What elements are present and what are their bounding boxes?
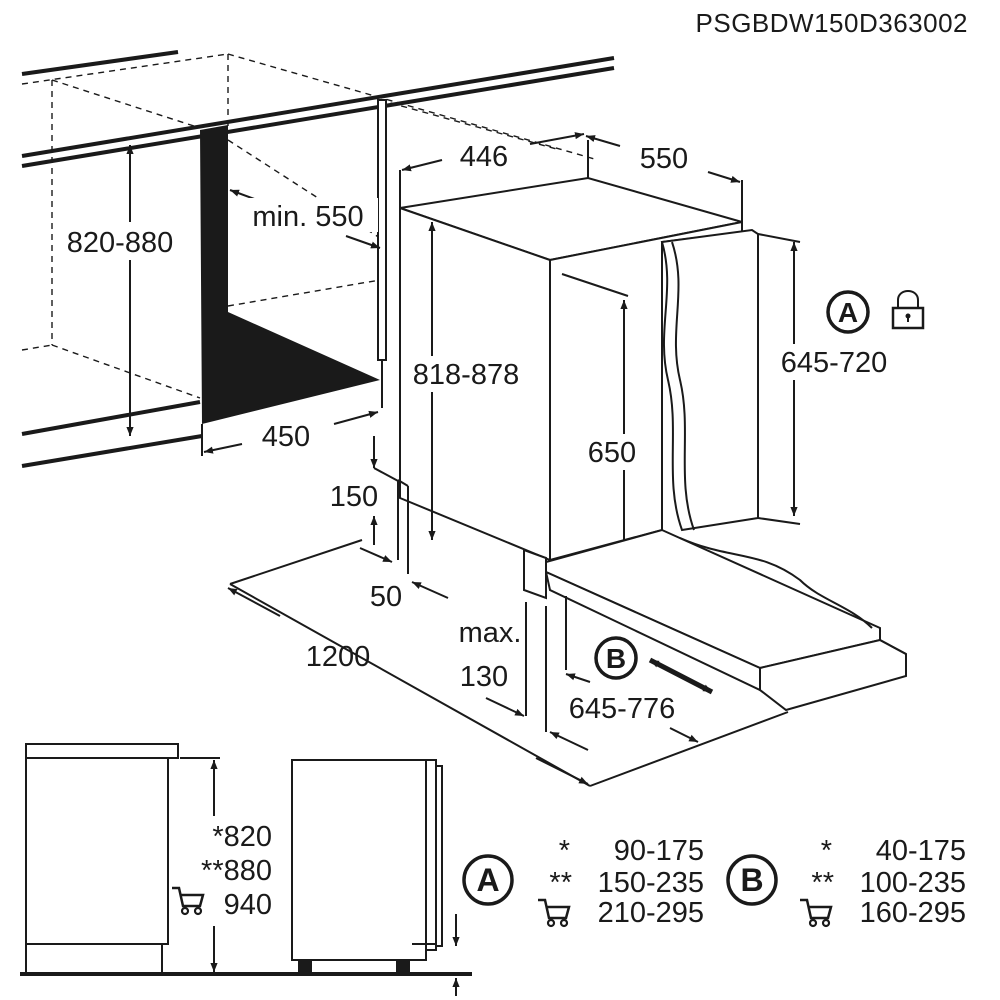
legend-b-circle	[726, 854, 778, 906]
door-panel-height-label: 645-720	[781, 347, 887, 379]
side-view-worktop	[20, 743, 472, 976]
legend-b-value-1: 100-235	[860, 867, 966, 899]
plinth-max-value: 130	[460, 661, 508, 693]
open-door	[544, 528, 907, 712]
kitchen-cabinet	[21, 50, 615, 468]
legend-b-cart-icon	[798, 898, 833, 928]
appliance-height-label: 818-878	[413, 359, 519, 391]
door-travel-arrow	[648, 657, 714, 695]
legend-a-value-1: 150-235	[598, 867, 704, 899]
legend-b-value-0: 40-175	[876, 835, 966, 867]
door-clearance-label: 1200	[306, 641, 371, 673]
legend-a-label: A	[476, 862, 499, 898]
legend-a-circle	[462, 854, 514, 906]
legend-a-mark-0: *	[559, 835, 570, 867]
cabinet-height-label: 820-880	[67, 227, 173, 259]
side-height-double-star: **880	[201, 855, 272, 887]
plinth-max-label: max.	[459, 617, 522, 649]
door-height-label: 650	[588, 437, 636, 469]
legend-b-label: B	[740, 862, 763, 898]
door-panel-range-label: 645-776	[569, 693, 675, 725]
appliance-width-label: 446	[460, 141, 508, 173]
min-depth-label: min. 550	[252, 201, 363, 233]
legend-a-value-0: 90-175	[614, 835, 704, 867]
label-b-circle	[594, 636, 638, 680]
legend-b-mark-1: **	[811, 867, 834, 899]
appliance-depth-label: 550	[640, 143, 688, 175]
door-panel	[660, 228, 759, 532]
label-a-top: A	[838, 297, 858, 328]
legend-b-value-2: 160-295	[860, 897, 966, 929]
label-b-top: B	[606, 643, 626, 674]
niche-width-label: 450	[262, 421, 310, 453]
legend-a-mark-1: **	[549, 867, 572, 899]
legend-a-cart-icon	[536, 898, 571, 928]
plinth-height-label: 150	[330, 481, 378, 513]
legend-b-mark-0: *	[821, 835, 832, 867]
side-view-dishwasher	[291, 759, 460, 996]
side-height-star: *820	[212, 821, 272, 853]
niche-left-wall	[200, 125, 380, 424]
plinth-offset-label: 50	[370, 581, 402, 613]
legend-a-value-2: 210-295	[598, 897, 704, 929]
label-a-circle	[826, 290, 870, 334]
padlock-icon	[891, 290, 925, 330]
side-height-cart: 940	[224, 889, 272, 921]
model-code: PSGBDW150D363002	[696, 8, 968, 38]
